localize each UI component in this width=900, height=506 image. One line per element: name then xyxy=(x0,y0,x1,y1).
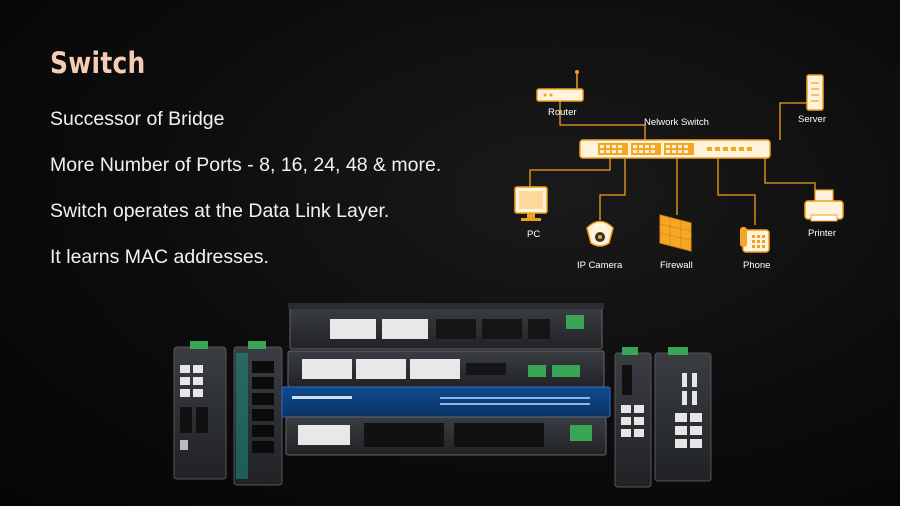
din-rail-switch-left xyxy=(173,341,227,480)
router-label: Router xyxy=(548,107,577,118)
bullet-list: Successor of Bridge More Number of Ports… xyxy=(50,108,441,292)
din-rail-switch-right xyxy=(614,347,652,488)
printer-icon xyxy=(804,189,844,222)
switch-icon xyxy=(579,139,771,159)
firewall-icon xyxy=(659,214,692,252)
firewall-label: Firewall xyxy=(660,260,693,271)
network-diagram: Router Server Nelwork Switch xyxy=(514,70,844,271)
server-icon xyxy=(806,74,824,111)
rack-switch-blue xyxy=(281,386,611,418)
pc-label: PC xyxy=(527,229,540,240)
phone-icon xyxy=(740,227,770,253)
rack-switch-middle xyxy=(287,350,605,388)
server-label: Server xyxy=(798,114,826,125)
camera-icon xyxy=(586,220,614,247)
din-rail-switch-right-2 xyxy=(654,347,712,482)
switch-label: Nelwork Switch xyxy=(644,117,709,128)
rack-switch-top xyxy=(288,303,604,350)
bullet-item: Switch operates at the Data Link Layer. xyxy=(50,200,390,222)
printer-label: Printer xyxy=(808,228,836,239)
connection-lines xyxy=(529,100,816,225)
rack-switch-bottom xyxy=(285,416,607,456)
slide-title: Switch xyxy=(50,46,146,80)
network-switches-photo xyxy=(173,303,712,488)
pc-icon xyxy=(514,186,548,221)
bullet-item: It learns MAC addresses. xyxy=(50,246,269,268)
router-icon xyxy=(536,70,584,102)
bullet-item: Successor of Bridge xyxy=(50,108,225,130)
bullet-item: More Number of Ports - 8, 16, 24, 48 & m… xyxy=(50,154,442,176)
ip-camera-label: IP Camera xyxy=(577,260,623,271)
phone-label: Phone xyxy=(743,260,770,271)
din-rail-switch-left-2 xyxy=(233,341,283,486)
